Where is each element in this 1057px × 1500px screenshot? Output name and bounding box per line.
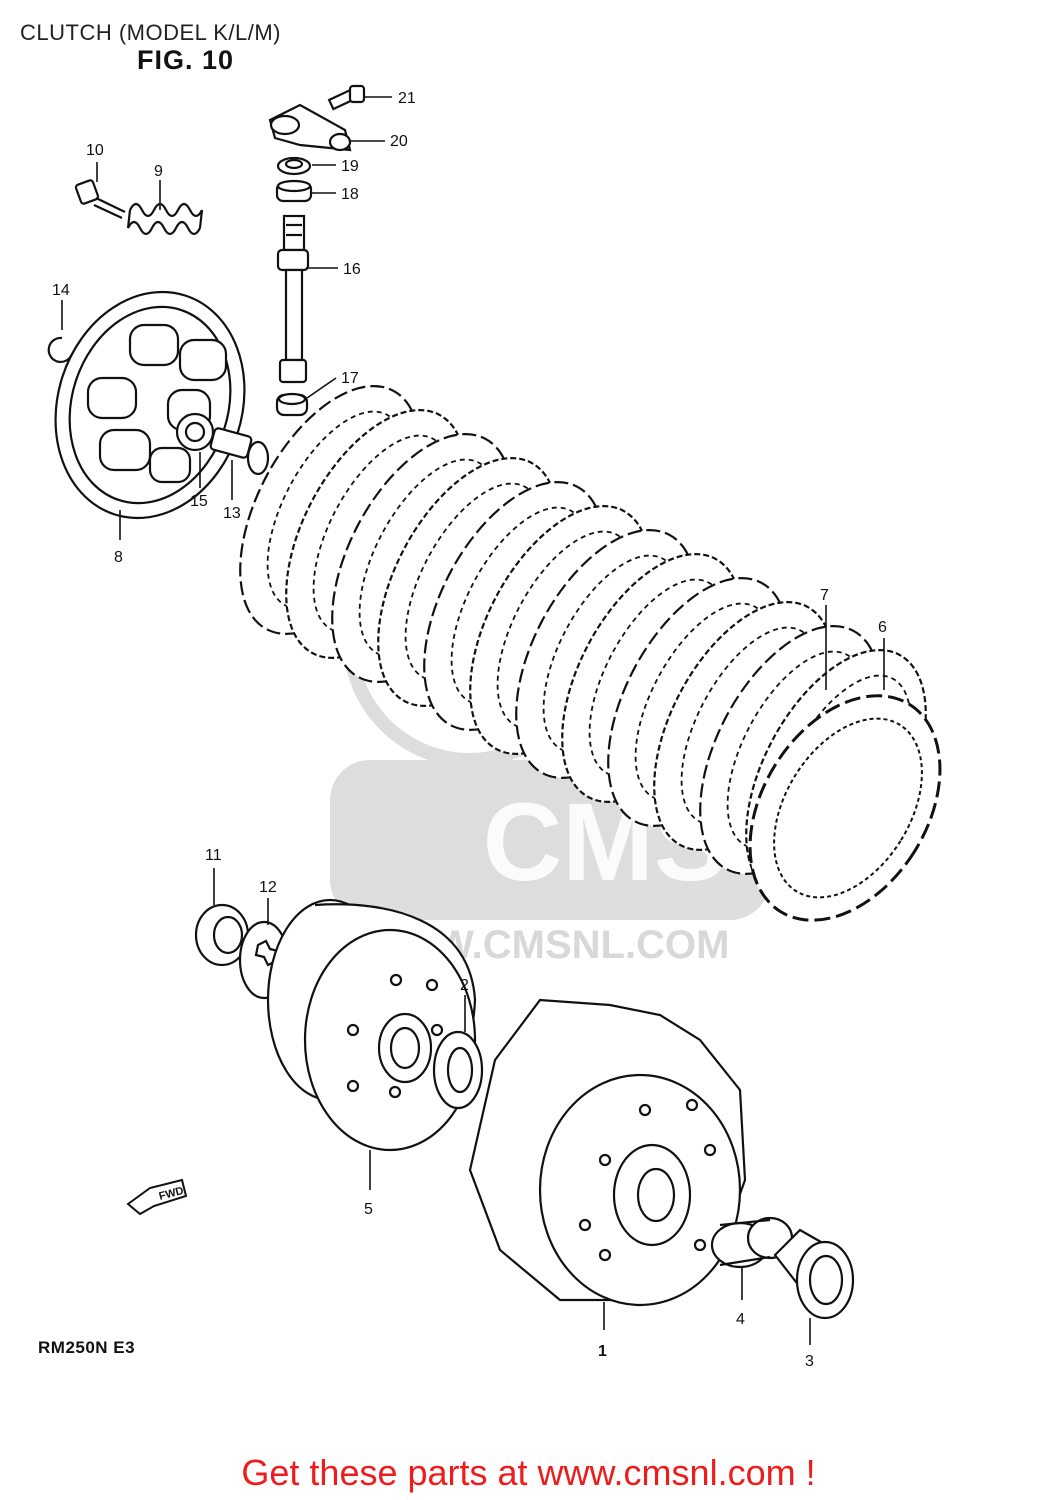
- part-14-circlip: [47, 336, 74, 364]
- part-8-pressure-plate: [54, 290, 246, 520]
- part-6-drive-plate-front: [748, 694, 942, 922]
- callout-2: 2: [460, 977, 469, 994]
- callout-21: 21: [398, 90, 416, 107]
- housing-group: [468, 998, 855, 1320]
- part-11-nut: [194, 903, 250, 967]
- model-code: RM250N E3: [38, 1338, 136, 1357]
- part-16-release-shaft: [276, 214, 310, 384]
- callout-12: 12: [259, 879, 277, 896]
- footer-parts-link[interactable]: Get these parts at www.cmsnl.com !: [241, 1452, 816, 1493]
- part-5-clutch-sleeve-hub: [266, 898, 477, 1152]
- part-20-release-lever: [268, 103, 352, 152]
- fwd-arrow: FWD: [126, 1178, 188, 1216]
- callout-1: 1: [598, 1343, 607, 1360]
- callout-14: 14: [52, 282, 70, 299]
- callout-6: 6: [878, 619, 887, 636]
- callout-3: 3: [805, 1353, 814, 1370]
- callout-15: 15: [190, 493, 208, 510]
- figure-label: FIG. 10: [137, 45, 235, 75]
- callout-20: 20: [390, 133, 408, 150]
- part-21-bolt: [327, 84, 366, 111]
- callout-4: 4: [736, 1311, 745, 1328]
- pressure-plate-group: [47, 179, 270, 520]
- callout-7: 7: [820, 587, 829, 604]
- diagram-title: CLUTCH (MODEL K/L/M): [20, 20, 281, 45]
- part-3-spacer: [773, 1228, 855, 1320]
- callout-19: 19: [341, 158, 359, 175]
- part-15-bearing: [175, 412, 215, 452]
- release-mechanism: [268, 84, 366, 417]
- leader-lines: [61, 96, 885, 1345]
- part-13-push-piece: [209, 427, 270, 476]
- part-10-bolt: [74, 179, 126, 219]
- part-2-washer: [432, 1030, 484, 1110]
- callout-5: 5: [364, 1201, 373, 1218]
- clutch-plate-stack: [239, 385, 942, 922]
- part-9-clutch-spring: [126, 202, 204, 236]
- hub-group: [194, 898, 484, 1152]
- callout-11: 11: [205, 847, 222, 864]
- callout-8: 8: [114, 549, 123, 566]
- part-17-oil-seal: [275, 392, 309, 417]
- callout-16: 16: [343, 261, 361, 278]
- callout-13: 13: [223, 505, 241, 522]
- callout-18: 18: [341, 186, 359, 203]
- part-1-clutch-housing: [468, 998, 747, 1307]
- callout-9: 9: [154, 163, 163, 180]
- callout-17: 17: [341, 370, 359, 387]
- part-18-bearing: [275, 179, 313, 203]
- callout-numbers: 21 20 19 18 16 17 10 9 14 8 15 13 7 6 11…: [52, 90, 887, 1370]
- callout-10: 10: [86, 142, 104, 159]
